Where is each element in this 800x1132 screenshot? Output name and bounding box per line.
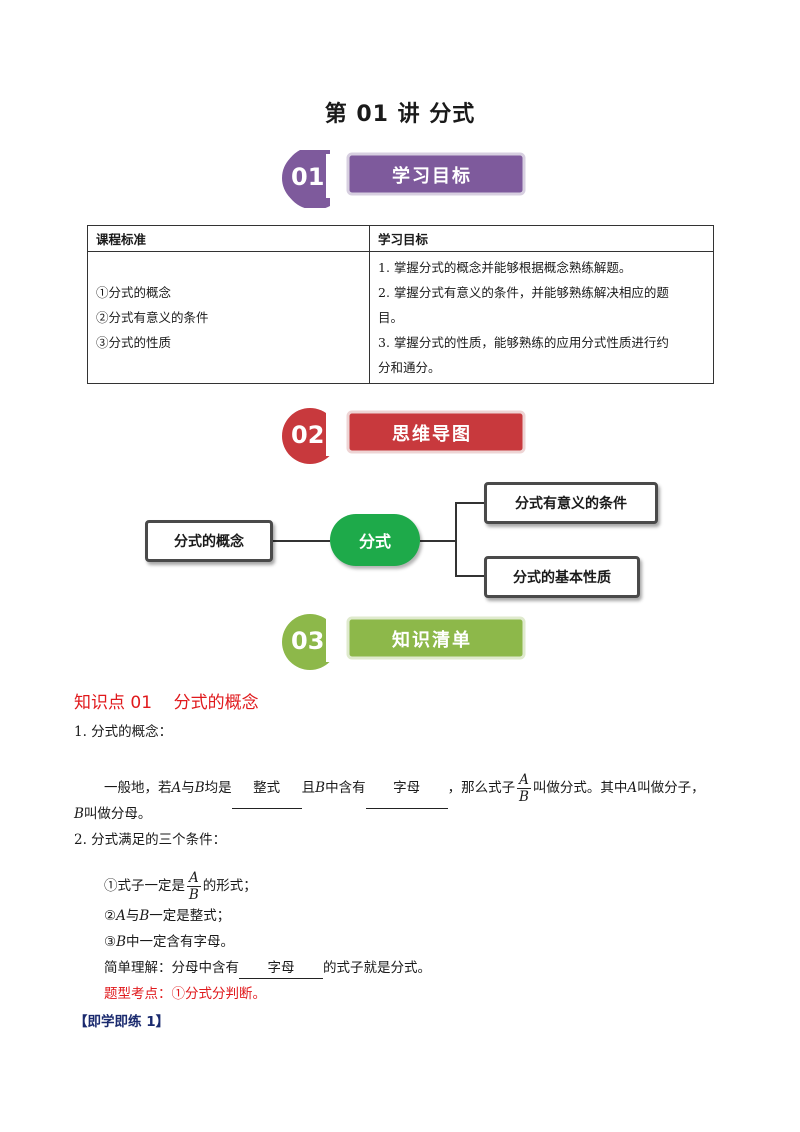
standard-item: ②分式有意义的条件 [96,310,209,325]
knowledge-point-title: 知识点 01 分式的概念 [74,693,259,713]
mindmap-connector-right [420,540,456,542]
exam-point: 题型考点：①分式分判断。 [104,986,266,1002]
goal-line: 2. 掌握分式有意义的条件，并能够熟练解决相应的题 [378,285,669,300]
answer-blank: 字母 [239,958,323,979]
text-fragment: 一定是整式； [149,908,231,924]
section-label-01: 学习目标 [392,166,472,187]
simple-understanding: 简单理解：分母中含有字母的式子就是分式。 [104,958,431,979]
goal-line: 分和通分。 [378,360,441,375]
var-a: A [116,908,126,924]
definition-line-2: B叫做分母。 [74,804,151,824]
mindmap-node-condition: 分式有意义的条件 [484,482,658,524]
var-a: A [171,780,182,796]
section-banner-02: 02 思维导图 [270,404,530,466]
var-b: B [116,934,127,950]
var-b: B [74,806,84,822]
text-fragment: 与 [125,908,140,924]
section-label-03: 知识清单 [392,630,472,651]
goals-table: 课程标准 学习目标 ①分式的概念 ②分式有意义的条件 ③分式的性质 1. 掌握分… [87,225,714,384]
text-fragment: 叫做分式。其中 [532,780,628,796]
frac-numerator: A [187,870,201,887]
mindmap-connector-left [270,540,330,542]
section-number-02: 02 [291,421,325,449]
goal-line: 目。 [378,310,404,325]
banner-03-shape [282,614,526,670]
var-b: B [315,780,326,796]
text-fragment: 均是 [204,780,232,796]
banner-01-shape [282,150,526,210]
section-number-03: 03 [291,627,325,655]
answer-blank: 整式 [231,768,302,809]
text-fragment: 简单理解：分母中含有 [104,960,239,976]
item2-title: 2. 分式满足的三个条件： [74,832,227,848]
text-fragment: ② [104,908,117,924]
mindmap-connector-vertical [455,502,457,576]
text-fragment: 与 [181,780,195,796]
standard-item: ③分式的性质 [96,335,172,350]
text-fragment: ③ [104,934,117,950]
goal-line: 3. 掌握分式的性质，能够熟练的应用分式性质进行约 [378,335,669,350]
frac-denominator: B [188,887,199,903]
text-fragment: 中一定含有字母。 [126,934,235,950]
page-title: 第 01 讲 分式 [324,102,476,127]
mindmap-node-property: 分式的基本性质 [484,556,640,598]
standard-item: ①分式的概念 [96,285,172,300]
text-fragment: 一般地，若 [104,780,172,796]
section-number-01: 01 [291,163,325,191]
mindmap-connector-top [455,502,485,504]
text-fragment: 的形式； [202,878,257,894]
condition-3: ③B中一定含有字母。 [104,932,234,952]
text-fragment: 叫做分母。 [83,806,152,822]
condition-2: ②A与B一定是整式； [104,906,230,926]
var-b: B [139,908,150,924]
text-fragment: 中含有 [325,780,366,796]
practice-heading: 【即学即练 1】 [74,1014,170,1030]
text-fragment: ①式子一定是 [104,878,185,894]
item1-title: 1. 分式的概念： [74,724,173,740]
frac-numerator: A [517,772,531,789]
table-header-goal: 学习目标 [369,225,714,252]
frac-denominator: B [519,789,529,805]
section-banner-03: 03 知识清单 [270,610,530,672]
goals-cell: 1. 掌握分式的概念并能够根据概念熟练解题。 2. 掌握分式有意义的条件，并能够… [369,251,714,384]
mindmap: 分式的概念 分式 分式有意义的条件 分式的基本性质 [0,470,800,610]
var-b: B [194,780,205,796]
text-fragment: ，那么式子 [447,780,516,796]
section-banner-01: 01 学习目标 [270,148,530,210]
mindmap-connector-bottom [455,575,485,577]
mindmap-node-concept: 分式的概念 [145,520,273,562]
mindmap-node-center: 分式 [330,514,420,566]
text-fragment: 且 [301,780,316,796]
section-label-02: 思维导图 [392,424,472,445]
banner-02-shape [282,408,526,464]
goal-line: 1. 掌握分式的概念并能够根据概念熟练解题。 [378,260,632,275]
text-fragment: 叫做分子， [637,780,705,796]
mindmap-center-label: 分式 [358,532,391,551]
table-header-standard: 课程标准 [87,225,370,252]
var-a: A [627,780,638,796]
standards-cell: ①分式的概念 ②分式有意义的条件 ③分式的性质 [87,251,370,384]
answer-blank: 字母 [365,768,448,809]
text-fragment: 的式子就是分式。 [323,960,431,976]
